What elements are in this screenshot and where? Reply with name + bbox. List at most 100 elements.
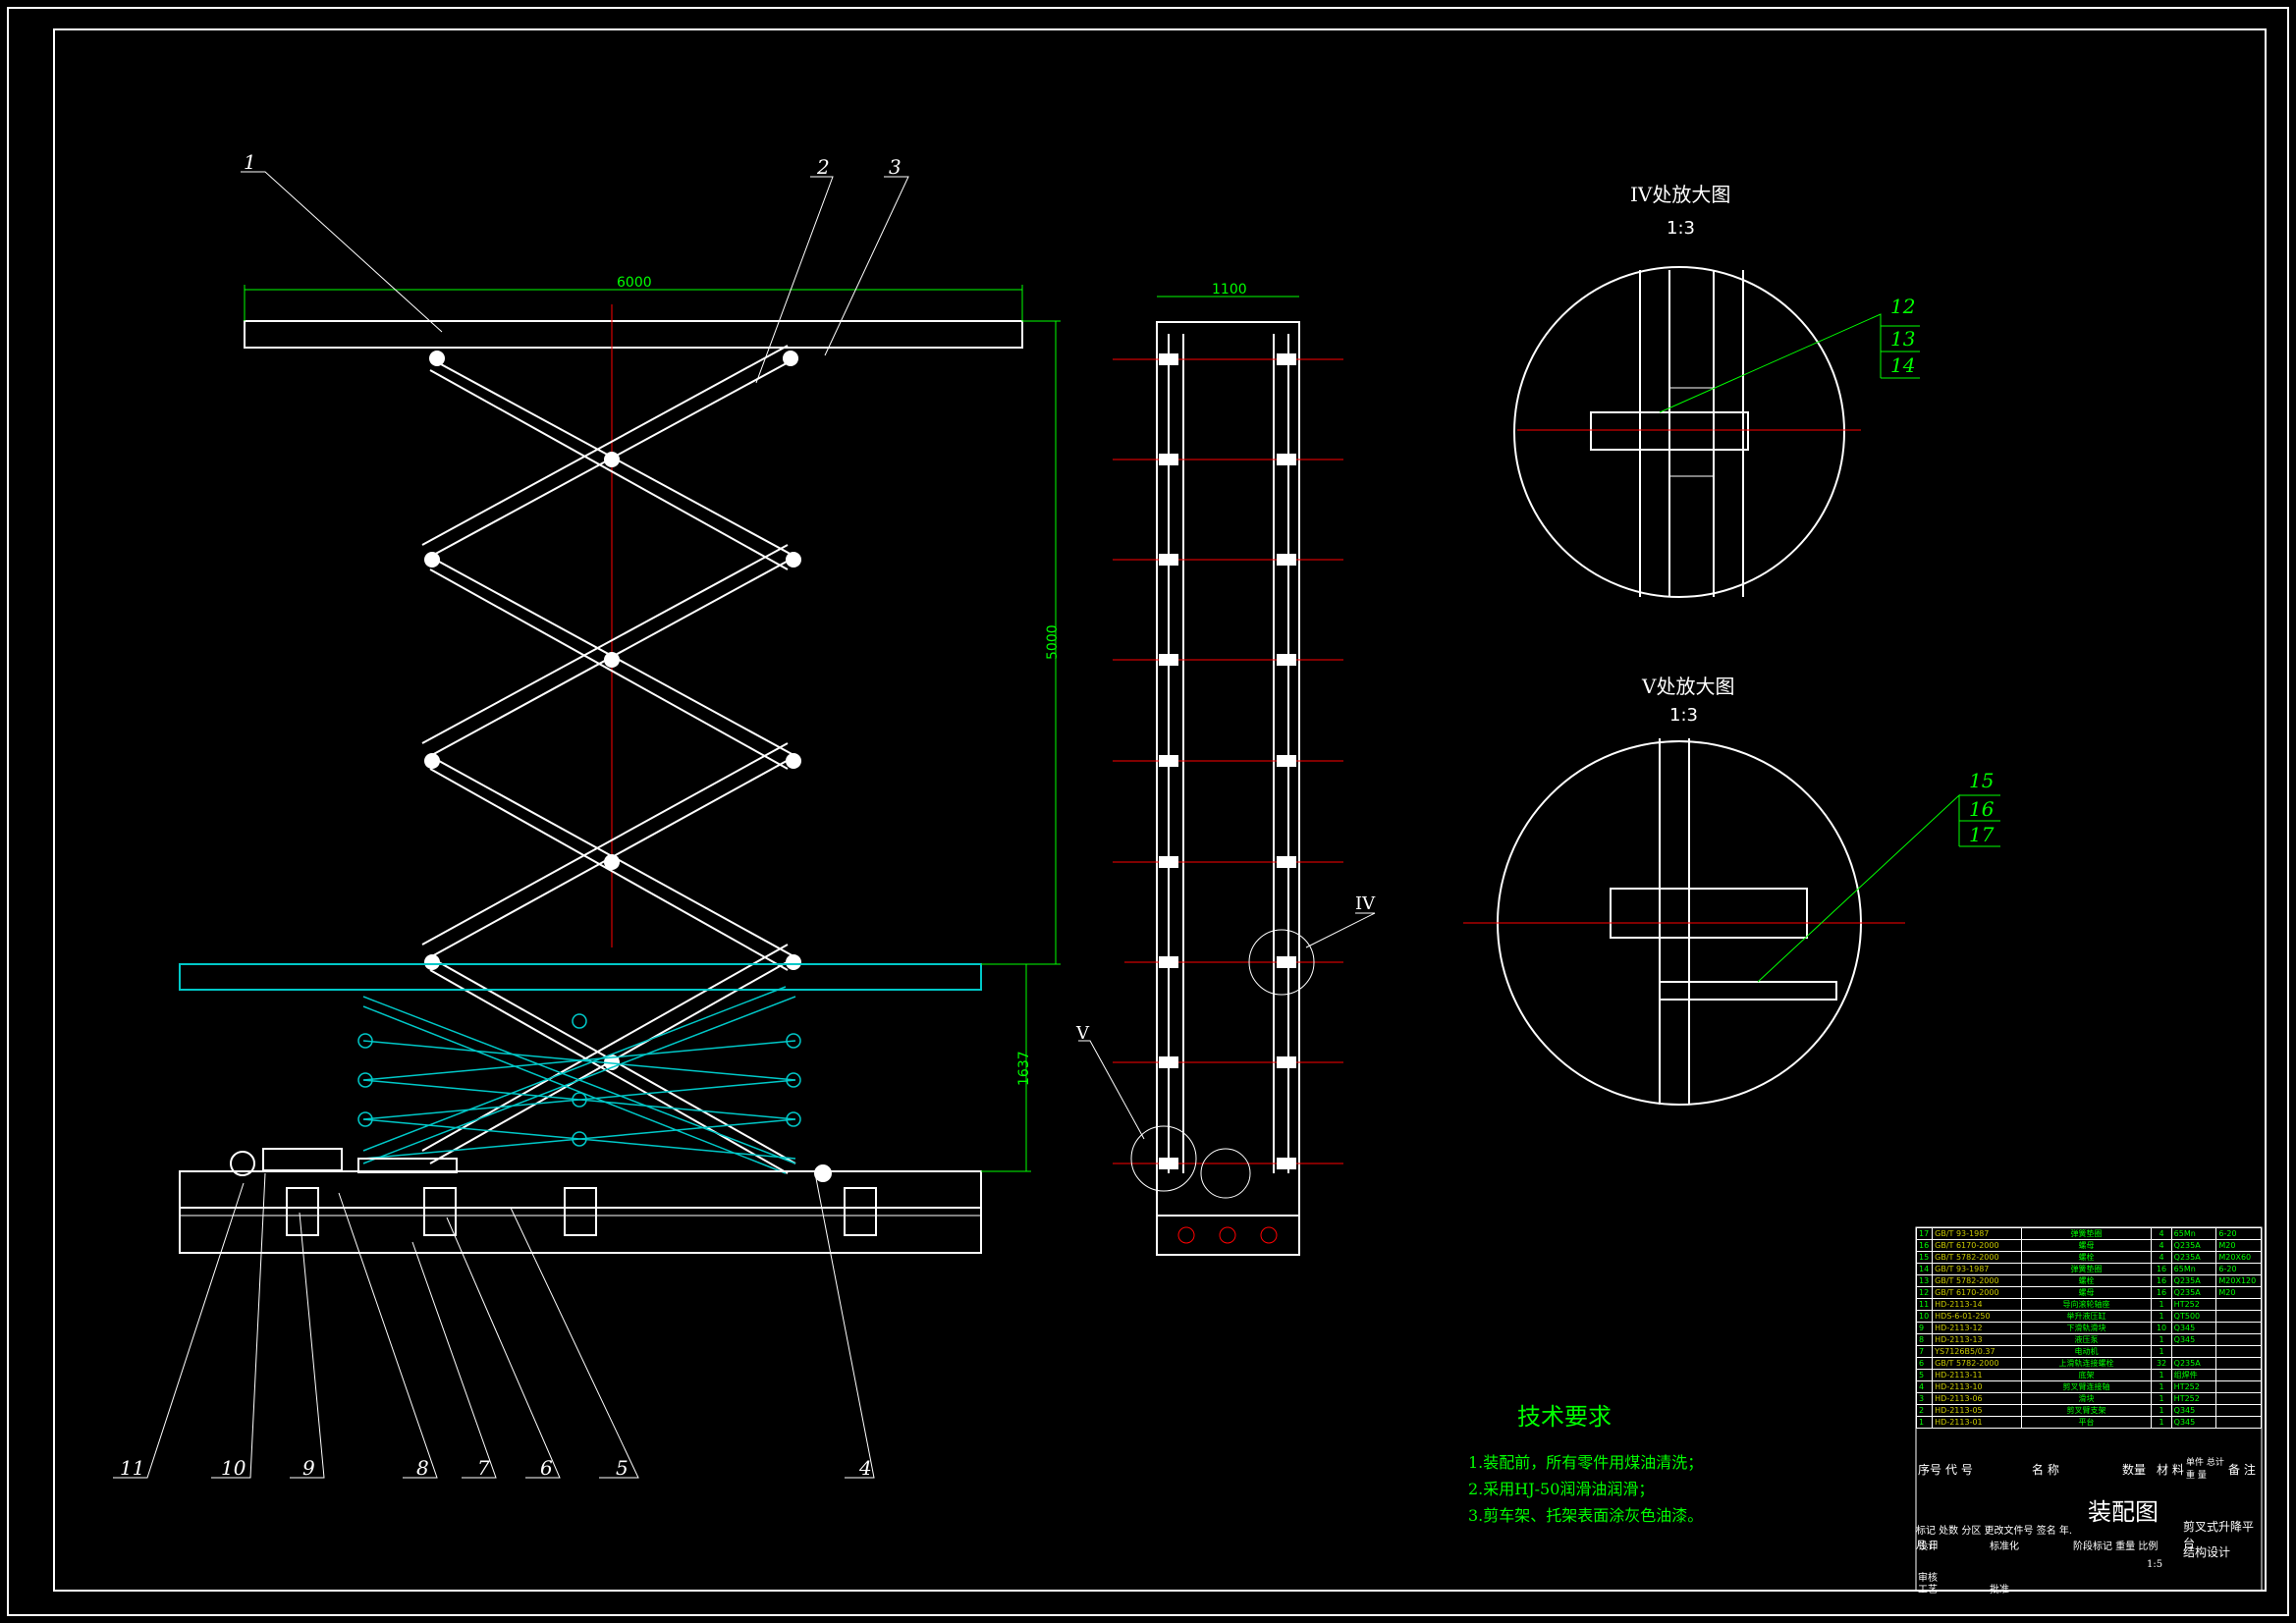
detail-iv-title: IV处放大图	[1630, 183, 1731, 206]
bom-cell-code: GB/T 5782-2000	[1932, 1357, 2022, 1370]
tech-item-2: 2.采用HJ-50润滑油润滑；	[1468, 1480, 1655, 1498]
bom-cell-no: 12	[1915, 1286, 1934, 1299]
bom-cell-qty: 16	[2151, 1274, 2172, 1287]
callout-3: 3	[889, 155, 902, 179]
front-view	[113, 171, 1061, 1479]
bom-cell-name: 电动机	[2020, 1345, 2153, 1358]
bom-cell-note	[2215, 1380, 2262, 1393]
bom-cell-code: HD-2113-12	[1932, 1322, 2022, 1334]
tb-approve: 批准	[1990, 1585, 2009, 1596]
callout-16: 16	[1969, 797, 1995, 821]
bom-cell-qty: 1	[2151, 1404, 2172, 1417]
tech-heading: 技术要求	[1517, 1403, 1612, 1431]
bom-cell-mat	[2170, 1345, 2217, 1358]
bom-cell-no: 1	[1915, 1416, 1934, 1429]
tb-sub: 结构设计	[2183, 1545, 2231, 1559]
bom-cell-no: 5	[1915, 1369, 1934, 1381]
bom-cell-no: 6	[1915, 1357, 1934, 1370]
view-mark-iv: IV	[1355, 893, 1376, 914]
bom-cell-code: HD-2113-14	[1932, 1298, 2022, 1311]
bom-cell-note	[2215, 1298, 2262, 1311]
bom-cell-no: 17	[1915, 1227, 1934, 1240]
bom-cell-qty: 1	[2151, 1298, 2172, 1311]
bom-cell-note: 6-20	[2215, 1263, 2262, 1275]
bom-cell-mat: Q345	[2170, 1322, 2217, 1334]
tb-design: 设计	[1918, 1542, 1938, 1552]
bom-cell-code: HD-2113-06	[1932, 1392, 2022, 1405]
bom-cell-note	[2215, 1416, 2262, 1429]
callout-4: 4	[859, 1456, 872, 1480]
bom-cell-name: 弹簧垫圈	[2020, 1227, 2153, 1240]
bom-cell-code: HD-2113-10	[1932, 1380, 2022, 1393]
bom-cell-no: 4	[1915, 1380, 1934, 1393]
bom-cell-no: 15	[1915, 1251, 1934, 1264]
bom-cell-note	[2215, 1333, 2262, 1346]
bom-cell-code: YS7126B5/0.37	[1932, 1345, 2022, 1358]
tech-item-3: 3.剪车架、托架表面涂灰色油漆。	[1468, 1506, 1704, 1525]
bom-cell-code: GB/T 5782-2000	[1932, 1274, 2022, 1287]
bom-cell-qty: 4	[2151, 1227, 2172, 1240]
bom-cell-qty: 10	[2151, 1322, 2172, 1334]
tb-process: 工艺	[1918, 1585, 1938, 1596]
callout-6: 6	[540, 1456, 553, 1480]
callout-12: 12	[1890, 295, 1916, 318]
bom-cell-mat: Q235A	[2170, 1357, 2217, 1370]
bom-cell-name: 螺母	[2020, 1239, 2153, 1252]
bom-cell-mat: 65Mn	[2170, 1227, 2217, 1240]
bom-cell-name: 举升液压缸	[2020, 1310, 2153, 1323]
tb-scale: 1:5	[2147, 1559, 2163, 1570]
dim-base-height: 1637	[1016, 1051, 1032, 1086]
bom-cell-code: GB/T 93-1987	[1932, 1263, 2022, 1275]
bom-cell-name: 剪叉臂连接轴	[2020, 1380, 2153, 1393]
bom-cell-note	[2215, 1322, 2262, 1334]
callout-13: 13	[1890, 327, 1916, 351]
view-mark-v: V	[1076, 1023, 1089, 1044]
bom-cell-name: 下滑轨滑块	[2020, 1322, 2153, 1334]
bom-cell-no: 10	[1915, 1310, 1934, 1323]
bom-cell-code: GB/T 93-1987	[1932, 1227, 2022, 1240]
bom-cell-qty: 1	[2151, 1416, 2172, 1429]
bom-head-weight: 单件 总计 重 量	[2186, 1458, 2224, 1481]
outer-border	[7, 7, 2289, 1616]
callout-14: 14	[1890, 353, 1916, 377]
callout-11: 11	[120, 1456, 145, 1480]
tb-drawing-name: 装配图	[2088, 1498, 2159, 1526]
bom-cell-note: M20X120	[2215, 1274, 2262, 1287]
tb-mark-row: 标记 处数 分区 更改文件号 签名 年.月.日	[1916, 1526, 2073, 1551]
bom-cell-mat: HT252	[2170, 1380, 2217, 1393]
bom-cell-code: HDS-6-01-250	[1932, 1310, 2022, 1323]
bom-header: 序号 代 号 名 称 数量 材 料 单件 总计 重 量 备 注	[1916, 1455, 2262, 1481]
bom-cell-no: 11	[1915, 1298, 1934, 1311]
bom-cell-qty: 1	[2151, 1345, 2172, 1358]
detail-v-scale: 1:3	[1669, 705, 1698, 726]
tb-standard: 标准化	[1990, 1542, 2019, 1552]
tech-requirements: 技术要求 1.装配前，所有零件用煤油清洗； 2.采用HJ-50润滑油润滑； 3.…	[1468, 1397, 1703, 1529]
title-block: 标记 处数 分区 更改文件号 签名 年.月.日 设计 标准化 审核 工艺 批准 …	[1916, 1483, 2262, 1596]
bom-head-no: 序号	[1918, 1463, 1942, 1477]
bom-cell-mat: Q345	[2170, 1404, 2217, 1417]
bom-cell-name: 螺母	[2020, 1286, 2153, 1299]
bom-cell-mat: QT500	[2170, 1310, 2217, 1323]
bom-cell-mat: Q235A	[2170, 1239, 2217, 1252]
bom-cell-no: 2	[1915, 1404, 1934, 1417]
bom-cell-no: 8	[1915, 1333, 1934, 1346]
tb-stage: 阶段标记 重量 比例	[2073, 1542, 2159, 1552]
bom-cell-note	[2215, 1404, 2262, 1417]
bom-head-note: 备 注	[2228, 1463, 2256, 1477]
side-view	[1078, 296, 1376, 1256]
bom-cell-name: 液压泵	[2020, 1333, 2153, 1346]
bom-cell-mat: 组焊件	[2170, 1369, 2217, 1381]
bom-head-code: 代 号	[1945, 1463, 1973, 1477]
callout-9: 9	[302, 1456, 315, 1480]
